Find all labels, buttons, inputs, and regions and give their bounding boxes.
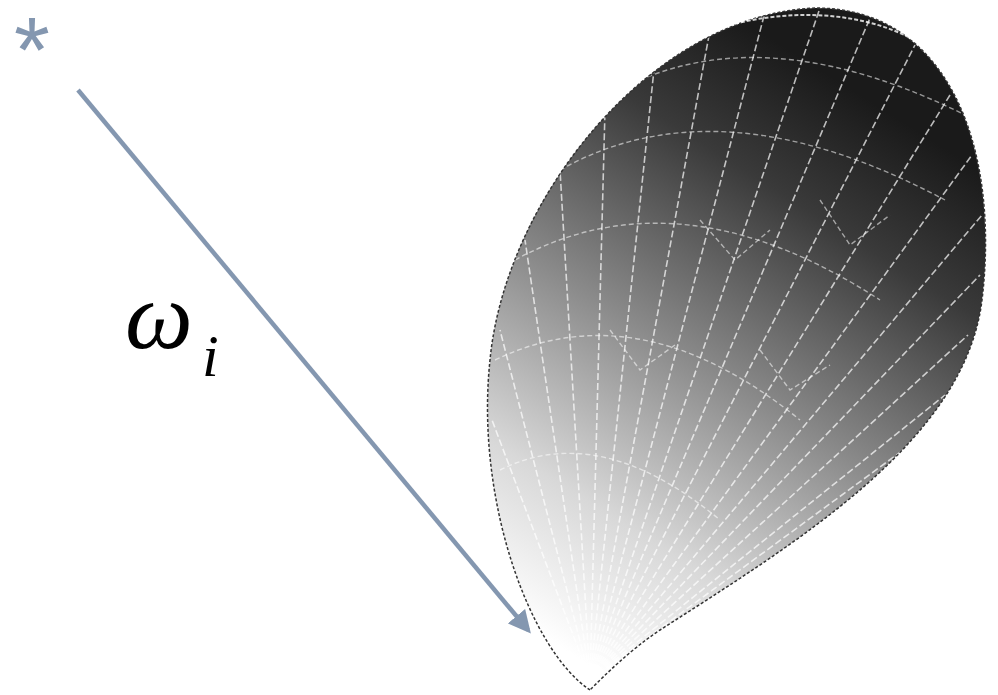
direction-subscript: i (202, 326, 219, 386)
direction-symbol: ω (125, 268, 193, 364)
incident-arrow (78, 90, 528, 630)
brdf-lobe (488, 8, 986, 690)
light-source-symbol: * (14, 4, 50, 96)
